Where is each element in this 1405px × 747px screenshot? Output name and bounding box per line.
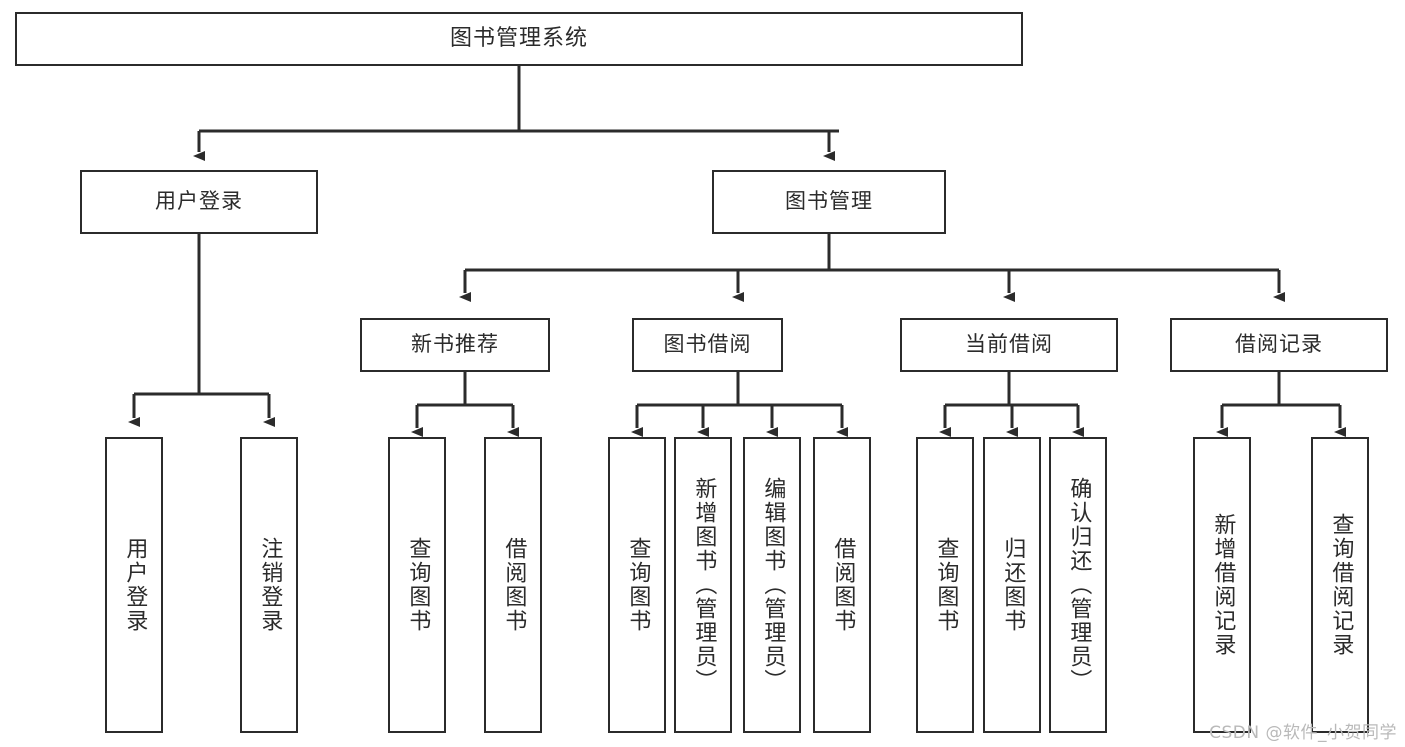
leaf-book-borrow-edit-label: 编辑图书（管理员） bbox=[760, 477, 786, 693]
leaf-borrow-record-query-label: 查询借阅记录 bbox=[1328, 513, 1354, 657]
node-user-login[interactable]: 用户登录 bbox=[80, 170, 318, 234]
leaf-book-borrow-borrow[interactable]: 借阅图书 bbox=[813, 437, 871, 733]
leaf-book-borrow-query[interactable]: 查询图书 bbox=[608, 437, 666, 733]
node-borrow-record[interactable]: 借阅记录 bbox=[1170, 318, 1388, 372]
leaf-user-login-logout-label: 注销登录 bbox=[257, 537, 283, 633]
leaf-current-borrow-confirm-return[interactable]: 确认归还（管理员） bbox=[1049, 437, 1107, 733]
leaf-current-borrow-query-label: 查询图书 bbox=[933, 537, 959, 633]
leaf-borrow-record-add[interactable]: 新增借阅记录 bbox=[1193, 437, 1251, 733]
leaf-book-borrow-edit[interactable]: 编辑图书（管理员） bbox=[743, 437, 801, 733]
node-root-system[interactable]: 图书管理系统 bbox=[15, 12, 1023, 66]
node-book-management-label: 图书管理 bbox=[785, 189, 873, 214]
leaf-current-borrow-return-label: 归还图书 bbox=[1000, 537, 1026, 633]
leaf-book-borrow-query-label: 查询图书 bbox=[625, 537, 651, 633]
leaf-current-borrow-confirm-return-label: 确认归还（管理员） bbox=[1066, 477, 1092, 693]
leaf-new-book-query-label: 查询图书 bbox=[405, 537, 431, 633]
node-book-management[interactable]: 图书管理 bbox=[712, 170, 946, 234]
leaf-new-book-query[interactable]: 查询图书 bbox=[388, 437, 446, 733]
node-root-system-label: 图书管理系统 bbox=[449, 25, 588, 51]
leaf-borrow-record-add-label: 新增借阅记录 bbox=[1210, 513, 1236, 657]
node-book-borrow[interactable]: 图书借阅 bbox=[632, 318, 783, 372]
node-current-borrow[interactable]: 当前借阅 bbox=[900, 318, 1118, 372]
node-borrow-record-label: 借阅记录 bbox=[1235, 332, 1323, 357]
leaf-new-book-borrow-label: 借阅图书 bbox=[501, 537, 527, 633]
node-new-book-recommend[interactable]: 新书推荐 bbox=[360, 318, 550, 372]
leaf-book-borrow-add-label: 新增图书（管理员） bbox=[691, 477, 717, 693]
leaf-current-borrow-query[interactable]: 查询图书 bbox=[916, 437, 974, 733]
node-book-borrow-label: 图书借阅 bbox=[663, 332, 752, 357]
leaf-current-borrow-return[interactable]: 归还图书 bbox=[983, 437, 1041, 733]
leaf-user-login-login[interactable]: 用户登录 bbox=[105, 437, 163, 733]
leaf-borrow-record-query[interactable]: 查询借阅记录 bbox=[1311, 437, 1369, 733]
node-current-borrow-label: 当前借阅 bbox=[965, 332, 1053, 357]
leaf-book-borrow-borrow-label: 借阅图书 bbox=[830, 537, 856, 633]
node-new-book-recommend-label: 新书推荐 bbox=[411, 332, 499, 357]
node-user-login-label: 用户登录 bbox=[155, 189, 243, 214]
leaf-new-book-borrow[interactable]: 借阅图书 bbox=[484, 437, 542, 733]
leaf-user-login-login-label: 用户登录 bbox=[122, 537, 148, 633]
leaf-book-borrow-add[interactable]: 新增图书（管理员） bbox=[674, 437, 732, 733]
leaf-user-login-logout[interactable]: 注销登录 bbox=[240, 437, 298, 733]
